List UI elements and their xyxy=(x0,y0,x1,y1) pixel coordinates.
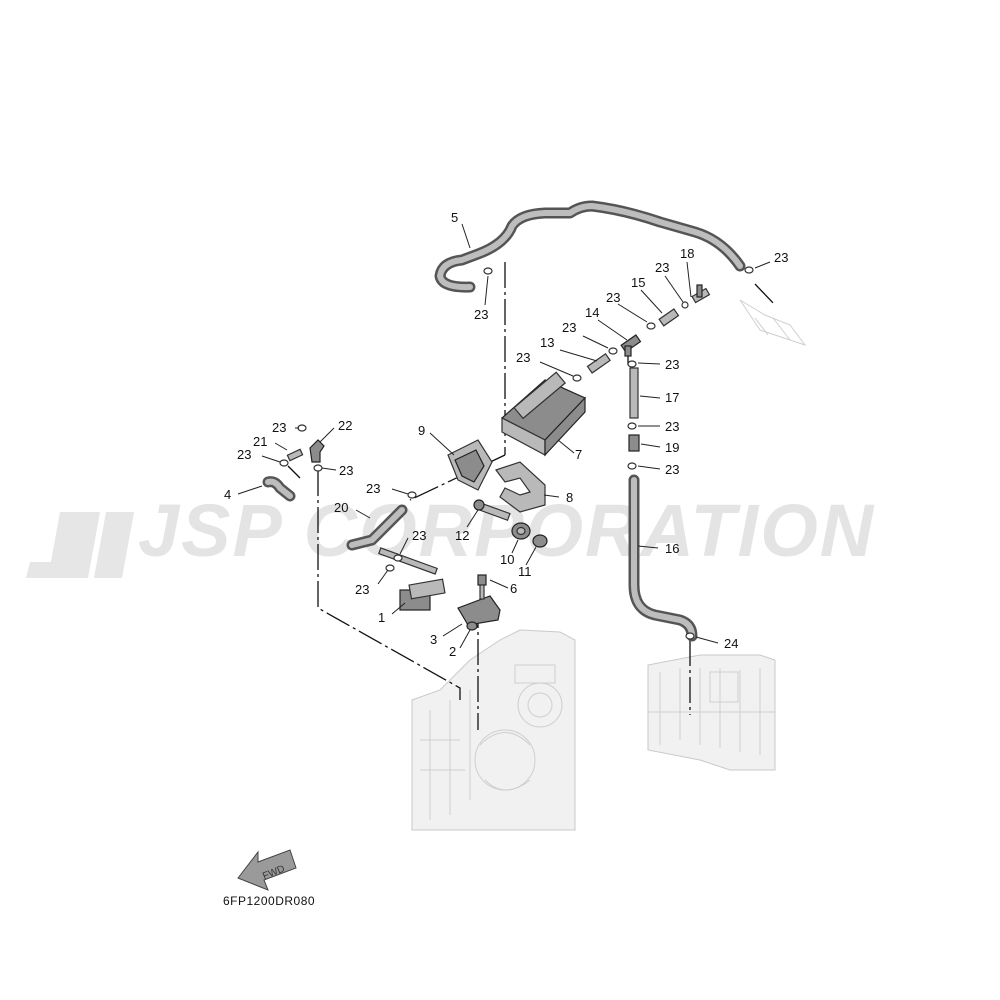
callout-23-o: 23 xyxy=(355,582,369,597)
callout-7: 7 xyxy=(575,447,582,462)
joint-19 xyxy=(628,434,640,452)
bolt-12 xyxy=(473,499,511,521)
callout-2: 2 xyxy=(449,644,456,659)
callout-11: 11 xyxy=(518,564,532,579)
collar-2 xyxy=(466,621,478,631)
joint-14 xyxy=(620,334,642,357)
watermark-text: JSP CORPORATION xyxy=(138,489,875,572)
callout-9: 9 xyxy=(418,423,425,438)
callout-23-b: 23 xyxy=(774,250,788,265)
callout-12: 12 xyxy=(455,528,469,543)
leader-lines xyxy=(237,223,771,649)
bracket-ghost-top-right xyxy=(739,299,807,346)
fitting-21 xyxy=(286,448,304,462)
hose-15 xyxy=(658,308,680,327)
callout-3: 3 xyxy=(430,632,437,647)
callout-4: 4 xyxy=(224,487,231,502)
callout-23-n: 23 xyxy=(412,528,426,543)
callout-23-c: 23 xyxy=(655,260,669,275)
callout-19: 19 xyxy=(665,440,679,455)
callout-22: 22 xyxy=(338,418,352,433)
bracket-9 xyxy=(447,439,493,491)
diagram-code: 6FP1200DR080 xyxy=(223,894,315,908)
callout-10: 10 xyxy=(500,552,514,567)
callout-23-a: 23 xyxy=(474,307,488,322)
grommet-10 xyxy=(511,522,531,540)
engine-block-ghost xyxy=(411,629,576,831)
callout-16: 16 xyxy=(665,541,679,556)
hose-17 xyxy=(629,367,639,419)
callout-23-j: 23 xyxy=(366,481,380,496)
callout-24: 24 xyxy=(724,636,738,651)
callout-23-e: 23 xyxy=(562,320,576,335)
callout-6: 6 xyxy=(510,581,517,596)
callout-23-m: 23 xyxy=(339,463,353,478)
watermark-logo-mark xyxy=(26,512,134,578)
elbow-22 xyxy=(309,439,325,463)
callout-14: 14 xyxy=(585,305,599,320)
watermark: JSP CORPORATION xyxy=(26,489,875,578)
hose-13 xyxy=(586,353,611,374)
callout-20: 20 xyxy=(334,500,348,515)
callout-21: 21 xyxy=(253,434,267,449)
valve-1 xyxy=(378,547,446,611)
fitting-18 xyxy=(691,284,711,304)
hose-4 xyxy=(262,476,296,502)
callout-17: 17 xyxy=(665,390,679,405)
callout-18: 18 xyxy=(680,246,694,261)
callout-23-k: 23 xyxy=(272,420,286,435)
bracket-3 xyxy=(457,595,501,626)
callout-23-d: 23 xyxy=(606,290,620,305)
callout-5: 5 xyxy=(451,210,458,225)
callout-23-h: 23 xyxy=(665,419,679,434)
fuel-tank-ghost xyxy=(647,654,776,771)
callout-13: 13 xyxy=(540,335,554,350)
callout-8: 8 xyxy=(566,490,573,505)
hose-16 xyxy=(628,474,698,642)
bracket-8 xyxy=(495,461,546,513)
callout-1: 1 xyxy=(378,610,385,625)
callout-23-f: 23 xyxy=(516,350,530,365)
clamps-23 xyxy=(279,266,754,640)
callout-15: 15 xyxy=(631,275,645,290)
bolt-6 xyxy=(477,574,487,600)
hose-20 xyxy=(346,504,408,551)
callout-23-g: 23 xyxy=(665,357,679,372)
canister-7 xyxy=(500,371,587,457)
callout-23-i: 23 xyxy=(665,462,679,477)
collar-11 xyxy=(532,534,548,548)
callout-labels: 5 23 23 18 23 15 23 14 23 13 23 23 17 23… xyxy=(224,210,788,659)
fwd-arrow-icon: FWD xyxy=(237,849,297,891)
callout-23-l: 23 xyxy=(237,447,251,462)
hose-5 xyxy=(434,200,746,293)
